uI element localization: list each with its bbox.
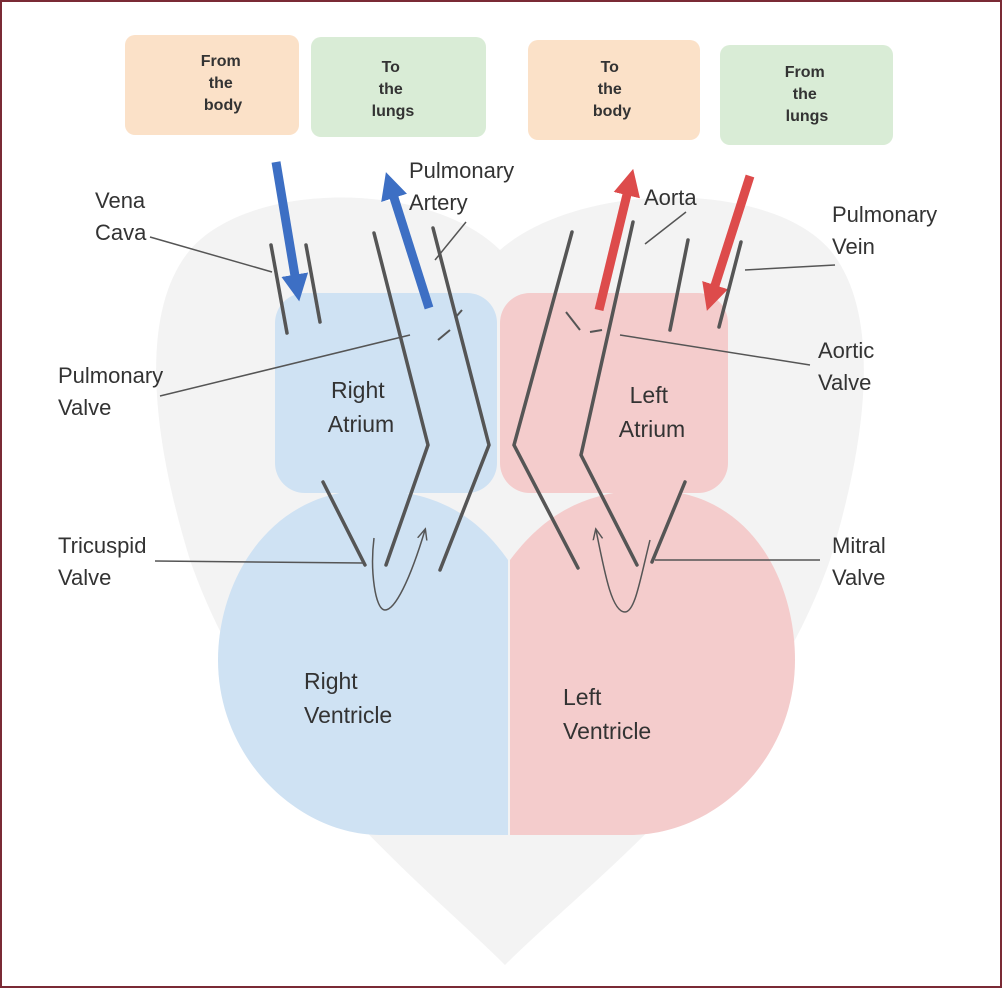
from-body-box-label: From the body	[201, 53, 245, 114]
pulmonary-vein-label: Pulmonary Vein	[832, 202, 943, 259]
pulmonary-artery-label: Pulmonary Artery	[409, 158, 520, 215]
pulmonary-artery-outflow-arrow	[381, 172, 434, 310]
aorta-label: Aorta	[644, 185, 697, 210]
pulmonary-valve-label: Pulmonary Valve	[58, 363, 169, 420]
valve-flaps	[437, 309, 603, 341]
pulmonary-vein-inflow-arrow	[702, 174, 755, 311]
right-atrium-label: Right Atrium	[328, 377, 394, 437]
aorta-outflow-arrow	[594, 168, 640, 312]
right-ventricle-region	[218, 490, 508, 835]
from-body-box	[125, 35, 299, 135]
left-atrium-region	[500, 293, 728, 493]
vessel-walls	[269, 220, 743, 572]
vena-cava-label: Vena Cava	[95, 188, 151, 245]
from-lungs-box-label: From the lungs	[785, 64, 829, 125]
right-ventricle-label: Right Ventricle	[304, 668, 392, 728]
tricuspid-valve-label: Tricuspid Valve	[58, 533, 153, 590]
mitral-valve-label: Mitral Valve	[832, 533, 892, 590]
from-lungs-box	[720, 45, 893, 145]
right-av-flow-path	[371, 530, 425, 611]
leader-lines	[149, 211, 836, 564]
to-body-box	[528, 40, 700, 140]
left-ventricle-region	[510, 490, 795, 835]
right-atrium-region	[275, 293, 497, 493]
aortic-valve-label: Aortic Valve	[818, 338, 880, 395]
left-atrium-label: Left Atrium	[619, 382, 685, 442]
to-lungs-box-label: To the lungs	[372, 59, 415, 120]
left-ventricle-label: Left Ventricle	[563, 684, 651, 744]
to-lungs-box	[311, 37, 486, 137]
vena-cava-inflow-arrow	[271, 161, 309, 302]
left-av-flow-path	[596, 530, 651, 613]
to-body-box-label: To the body	[593, 59, 631, 120]
